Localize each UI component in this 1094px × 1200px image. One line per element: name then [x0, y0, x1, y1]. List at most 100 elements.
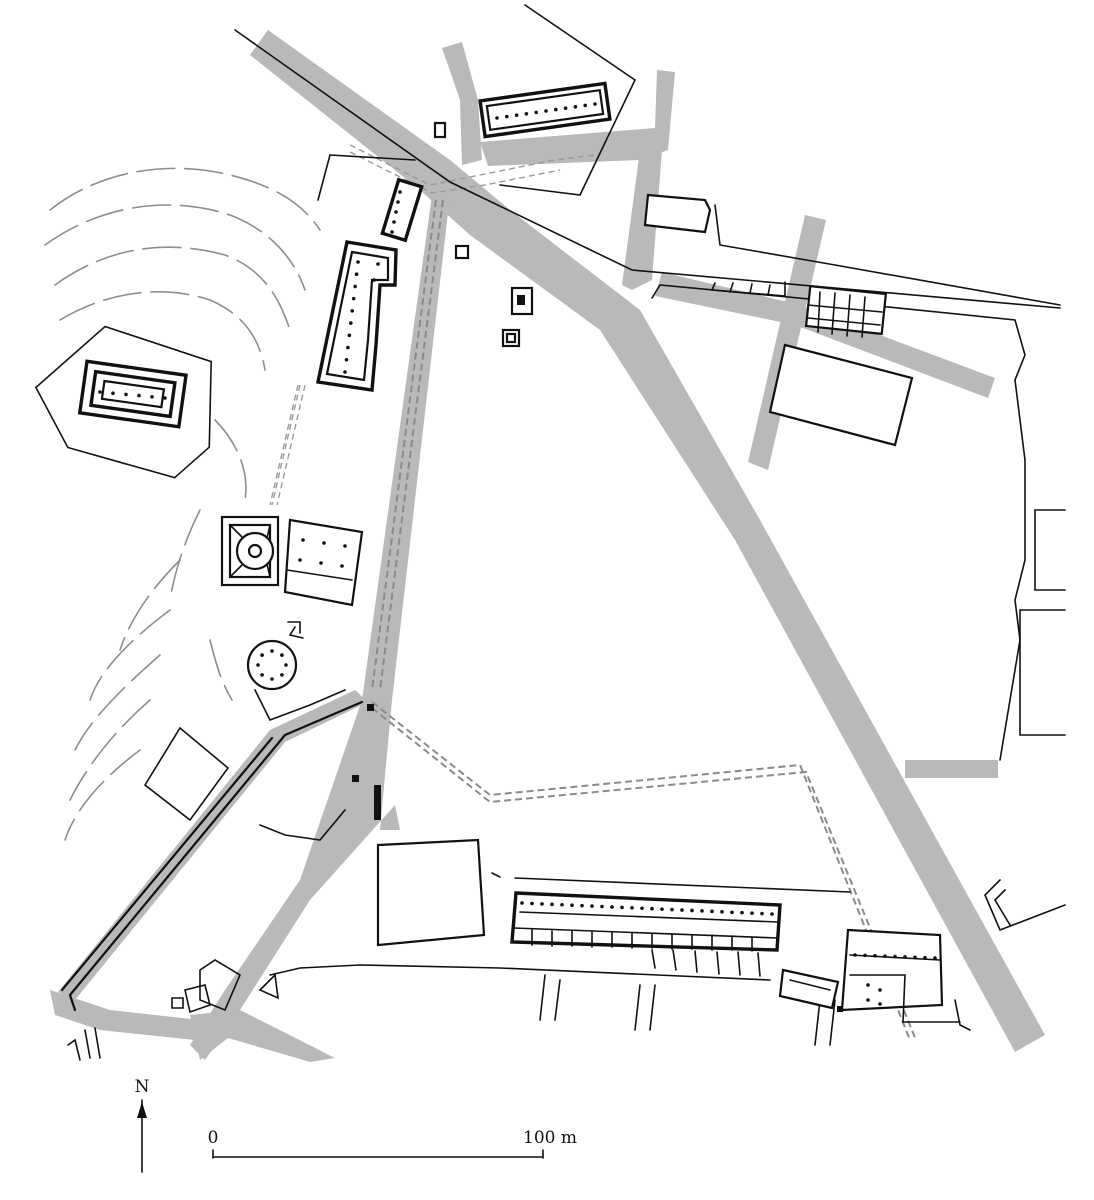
- colonnade-dot: [660, 907, 664, 911]
- colonnade-dot: [348, 321, 353, 325]
- colonnade-dot: [580, 903, 584, 908]
- colonnade-dot: [866, 983, 870, 987]
- colonnade-dot: [530, 901, 534, 906]
- dashed-lines: [269, 144, 917, 1041]
- colonnade-dot: [346, 345, 350, 350]
- colonnade-dot: [630, 906, 634, 910]
- colonnade-dot: [520, 901, 524, 905]
- colonnade-dot: [124, 392, 128, 397]
- road-east-street: [655, 272, 995, 398]
- tholos-column-dot: [260, 653, 264, 657]
- colonnade-dot: [350, 309, 355, 313]
- colonnade-dot: [680, 908, 684, 912]
- colonnade-dot: [903, 955, 907, 959]
- scale-end-label: 100 m: [523, 1128, 577, 1148]
- dashed-west-street: [371, 199, 437, 691]
- colonnade-dot: [396, 200, 400, 204]
- building-east-square: [768, 343, 914, 447]
- road-sw-wall-band: [58, 690, 368, 1000]
- scale-start-label: 0: [208, 1128, 219, 1148]
- building-southeast-complex: [778, 928, 961, 1023]
- building-southwest-small: [67, 959, 279, 1061]
- colonnade-dot: [319, 561, 323, 565]
- north-label: N: [135, 1077, 150, 1097]
- colonnade-dot: [710, 909, 714, 914]
- colonnade-dot: [640, 906, 644, 911]
- colonnade-dot: [347, 333, 352, 338]
- tholos-column-dot: [270, 677, 274, 681]
- colonnade-dot: [540, 902, 544, 906]
- tholos-column-dot: [260, 673, 264, 677]
- colonnade-dot: [392, 220, 396, 224]
- colonnade-dot: [390, 230, 394, 234]
- scale-bar: 0 100 m: [208, 1128, 577, 1159]
- colonnade-dot: [730, 910, 734, 915]
- building-south-square: [376, 838, 486, 947]
- colonnade-dot: [524, 112, 529, 116]
- colonnade-dot: [560, 902, 564, 907]
- north-arrow: N: [135, 1077, 150, 1173]
- colonnade-dot: [913, 955, 917, 960]
- building-small-north: [433, 121, 447, 139]
- colonnade-dot: [853, 953, 857, 957]
- colonnade-dot: [600, 904, 604, 909]
- colonnade-dot: [878, 988, 882, 992]
- marker-gate-3: [374, 785, 381, 820]
- colonnade-dot: [343, 370, 347, 374]
- road-east-branch-top: [480, 70, 675, 166]
- marker-gate-2: [352, 775, 359, 782]
- colonnade-dot: [593, 102, 597, 106]
- colonnade-dot: [760, 911, 764, 916]
- colonnade-dot: [893, 954, 897, 959]
- colonnade-dot: [394, 210, 398, 214]
- colonnade-dot: [353, 284, 357, 289]
- dashed-hill-path-3: [271, 384, 301, 506]
- dashed-wall-line: [371, 701, 911, 1041]
- colonnade-dot: [750, 911, 754, 915]
- colonnade-dot: [505, 114, 509, 119]
- colonnade-dot: [573, 105, 578, 109]
- colonnade-dot: [98, 390, 102, 394]
- colonnade-dot: [344, 357, 349, 362]
- colonnade-dot: [376, 262, 380, 266]
- colonnade-dot: [137, 393, 141, 398]
- colonnade-dot: [354, 272, 359, 277]
- building-shops-row: [711, 281, 888, 338]
- road-east-stub: [905, 760, 998, 778]
- dashed-route-north-2: [349, 151, 561, 194]
- colonnade-dot: [740, 910, 744, 915]
- colonnade-dot: [563, 106, 568, 110]
- colonnade-dot: [720, 910, 724, 914]
- colonnade-dot: [620, 905, 624, 910]
- colonnade-dot: [770, 912, 774, 916]
- building-altar-1: [454, 244, 470, 260]
- southwest-wall: [68, 700, 364, 1012]
- colonnade-dot: [298, 558, 302, 562]
- marker-gate-4: [837, 1006, 843, 1012]
- building-south-stoa: [510, 891, 782, 977]
- colonnade-dot: [583, 103, 587, 108]
- road-sw-corner: [50, 990, 200, 1040]
- colonnade-dot: [322, 541, 326, 545]
- colonnade-dot: [878, 1002, 882, 1006]
- colonnade-dot: [340, 564, 344, 568]
- building-square-hall: [283, 518, 364, 607]
- colonnade-dot: [398, 190, 402, 194]
- colonnade-dot: [590, 904, 594, 908]
- colonnade-dot: [534, 110, 538, 115]
- colonnade-dot: [866, 998, 870, 1002]
- dashed-hill-path: [269, 384, 299, 506]
- colonnade-dot: [670, 907, 674, 912]
- tholos-column-dot: [280, 673, 284, 677]
- buildings: [34, 81, 961, 1061]
- colonnade-dot: [301, 538, 305, 542]
- hill-contours: [44, 167, 321, 841]
- dashed-hill-path-2: [276, 384, 306, 506]
- colonnade-dot: [351, 296, 356, 301]
- colonnade-dot: [150, 395, 154, 399]
- road-main-diagonal: [250, 30, 1045, 1052]
- colonnade-dot: [372, 278, 376, 282]
- colonnade-dot: [863, 953, 867, 958]
- building-southwest-square: [143, 726, 230, 822]
